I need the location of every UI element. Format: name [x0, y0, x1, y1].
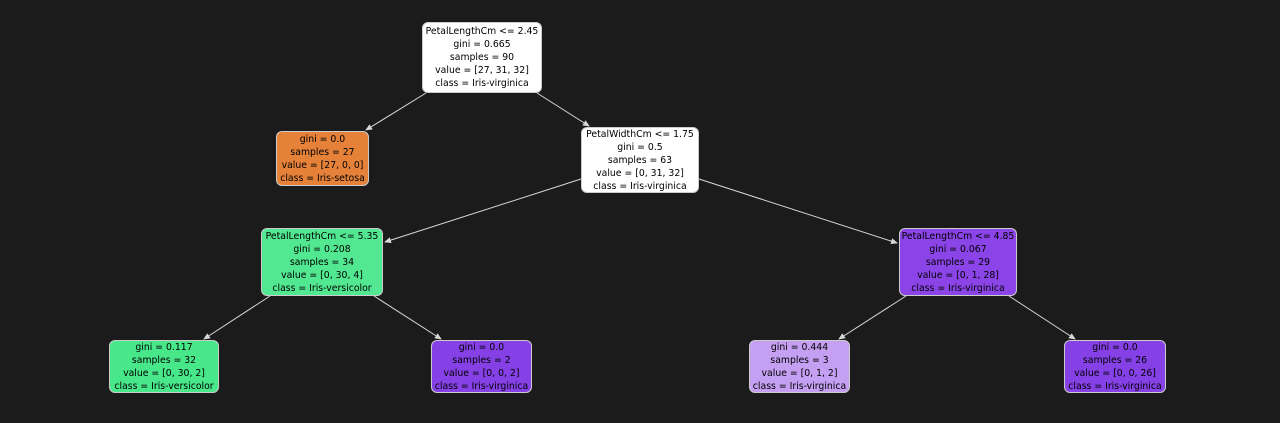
node-text-line: samples = 63: [607, 154, 673, 166]
node-text-line: class = Iris-virginica: [911, 282, 1005, 294]
node-text-line: samples = 90: [449, 52, 515, 63]
tree-node-root: PetalLengthCm <= 2.45 gini = 0.665 samples…: [422, 22, 542, 93]
node-text-line: value = [0, 0, 26]: [1074, 367, 1156, 379]
node-text-line: gini = 0.5: [617, 141, 663, 153]
node-text-line: PetalLengthCm <= 2.45: [425, 26, 539, 37]
node-text-line: samples = 27: [290, 146, 355, 158]
node-text-line: value = [0, 1, 2]: [761, 367, 838, 379]
node-text-line: class = Iris-virginica: [434, 380, 529, 392]
node-text-line: value = [0, 30, 2]: [123, 367, 205, 379]
node-text-line: class = Iris-virginica: [435, 78, 529, 89]
node-text-line: class = Iris-versicolor: [114, 380, 214, 392]
tree-edge-virginica-split-to-virginica-leaf-mixed: [838, 295, 907, 340]
tree-edge-versicolor-split-to-versicolor-leaf: [203, 295, 271, 340]
tree-edge-root-to-setosa-leaf: [365, 92, 427, 131]
node-text-line: gini = 0.0: [1092, 341, 1138, 353]
tree-edge-root-to-petalwidth-split: [536, 92, 590, 127]
node-text-line: class = Iris-virginica: [593, 180, 687, 192]
node-text-line: gini = 0.665: [453, 39, 511, 50]
node-text-line: value = [27, 0, 0]: [281, 159, 364, 171]
tree-edge-versicolor-split-to-virginica-leaf-small: [373, 295, 442, 340]
node-text-line: value = [27, 31, 32]: [435, 65, 529, 76]
node-text-line: samples = 2: [452, 354, 511, 366]
node-text-line: value = [0, 0, 2]: [443, 367, 520, 379]
node-text-line: PetalLengthCm <= 4.85: [901, 230, 1015, 242]
node-text-line: value = [0, 30, 4]: [281, 269, 363, 281]
node-text-line: samples = 3: [770, 354, 829, 366]
node-text-line: samples = 26: [1082, 354, 1148, 366]
node-text-line: gini = 0.117: [135, 341, 193, 353]
node-text-line: gini = 0.0: [458, 341, 505, 353]
node-text-line: value = [0, 1, 28]: [917, 269, 999, 281]
node-text-line: gini = 0.444: [770, 341, 829, 353]
tree-edge-petalwidth-split-to-versicolor-split: [384, 178, 582, 244]
node-text-line: class = Iris-virginica: [752, 380, 847, 392]
node-text-line: gini = 0.0: [299, 133, 346, 145]
tree-edges-group: [203, 92, 1076, 340]
node-text-line: class = Iris-setosa: [280, 172, 365, 184]
node-text-line: samples = 29: [925, 256, 991, 268]
node-text-line: value = [0, 31, 32]: [596, 167, 684, 179]
node-text-line: samples = 34: [289, 256, 355, 268]
node-text-line: PetalLengthCm <= 5.35: [265, 230, 379, 242]
node-text-line: class = Iris-versicolor: [272, 282, 372, 294]
tree-edge-petalwidth-split-to-virginica-split: [698, 178, 898, 245]
node-text-line: class = Iris-virginica: [1068, 380, 1162, 392]
node-text-line: PetalWidthCm <= 1.75: [586, 128, 694, 140]
node-text-line: gini = 0.067: [929, 243, 987, 255]
node-text-line: gini = 0.208: [293, 243, 351, 255]
node-text-line: samples = 32: [131, 354, 197, 366]
tree-edge-virginica-split-to-virginica-leaf-pure: [1008, 295, 1076, 340]
